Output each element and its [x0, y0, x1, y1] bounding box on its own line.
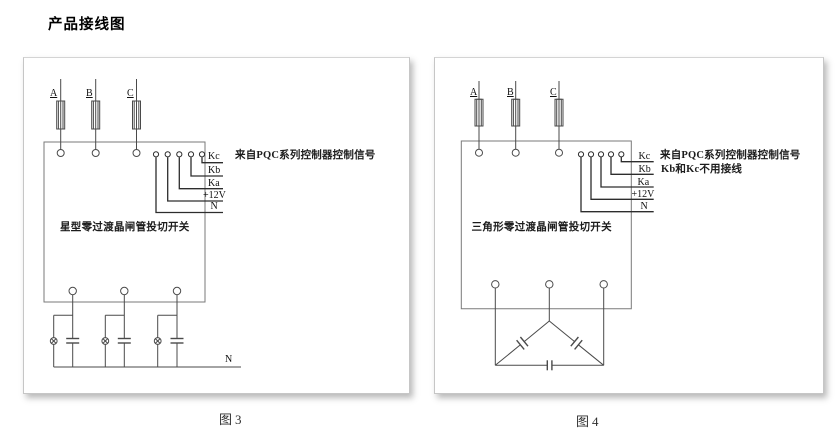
control-terminal-circle — [177, 152, 182, 157]
terminal-label-kb: Kb — [638, 163, 651, 175]
figure3-schematic — [24, 58, 411, 395]
terminal-circle — [69, 287, 76, 294]
wire-kc — [202, 157, 223, 163]
terminal-label-12v: +12V — [631, 188, 655, 200]
wire-n — [581, 157, 654, 212]
terminal-circle — [476, 149, 483, 156]
wire-12v — [591, 157, 654, 199]
neutral-bus-label: N — [225, 354, 233, 365]
terminal-circle — [57, 150, 64, 157]
phase-label-c: C — [127, 88, 134, 99]
terminal-circle — [546, 281, 553, 288]
delta-diagonal — [495, 345, 520, 366]
figure3-caption: 图3 — [219, 412, 245, 427]
phase-label-b: B — [507, 87, 514, 98]
control-terminal-circle — [608, 152, 613, 157]
output-terminals — [492, 281, 608, 288]
switch-box-outline — [461, 141, 631, 309]
control-terminal-circle — [188, 152, 193, 157]
capacitor-symbol — [517, 340, 525, 349]
phase-label-a: A — [50, 88, 58, 99]
control-terminal-circle — [153, 152, 158, 157]
wire-kb — [191, 157, 223, 176]
terminal-circle — [512, 149, 519, 156]
wire-12v — [168, 157, 223, 201]
wire-kc — [621, 157, 653, 162]
fuse-symbol-inner — [134, 101, 139, 129]
figure4-caption: 图4 — [576, 414, 602, 429]
fuse-symbol-inner — [513, 99, 518, 126]
signal-note: 来自PQC系列控制器控制信号 — [235, 150, 376, 161]
terminal-circle — [121, 287, 128, 294]
capacitor-bank-star — [50, 295, 241, 367]
wire-ka — [179, 157, 223, 189]
page-title: 产品接线图 — [48, 17, 126, 33]
control-terminal-circle — [588, 152, 593, 157]
terminal-label-n: N — [210, 201, 218, 212]
phase-label-c: C — [550, 87, 557, 98]
figure3-panel: A B C Kc Kb Ka +12V N 来自PQC系列控制器控制信号 星型零… — [23, 57, 410, 394]
control-terminal-circle — [578, 152, 583, 157]
control-wiring — [153, 152, 223, 213]
capacitor-symbol — [571, 337, 579, 346]
wiring-note: Kb和Kc不用接线 — [661, 163, 743, 175]
terminal-circle — [92, 150, 99, 157]
control-terminal-circle — [165, 152, 170, 157]
wire-kb — [611, 157, 654, 174]
fuse-symbol-inner — [93, 101, 98, 129]
discharge-indicator-cross — [155, 339, 160, 344]
fuse-symbol-inner — [477, 99, 482, 126]
switch-box — [461, 141, 631, 309]
terminal-circle — [133, 150, 140, 157]
discharge-indicator-cross — [103, 339, 108, 344]
delta-diagonal — [578, 345, 603, 366]
capacitor-bank-delta — [495, 288, 603, 370]
terminal-label-ka: Ka — [208, 177, 220, 189]
figure4-schematic — [435, 58, 825, 395]
wire-ka — [601, 157, 654, 187]
terminal-label-ka: Ka — [637, 176, 650, 188]
control-wiring — [578, 152, 653, 212]
output-terminals — [69, 287, 181, 294]
terminal-label-n: N — [640, 200, 648, 212]
terminal-circle — [556, 149, 563, 156]
terminal-label-kc: Kc — [208, 151, 220, 162]
fuse-symbol-inner — [557, 99, 562, 126]
switch-box-label: 星型零过渡晶闸管投切开关 — [60, 222, 190, 233]
terminal-label-12v: +12V — [203, 189, 226, 201]
terminal-circle — [600, 281, 607, 288]
control-terminal-circle — [598, 152, 603, 157]
signal-note: 来自PQC系列控制器控制信号 — [660, 149, 801, 161]
phase-label-b: B — [86, 88, 93, 99]
terminal-circle — [492, 281, 499, 288]
figure4-panel: A B C Kc Kb Ka +12V N 来自PQC系列控制器控制信号 Kb和… — [434, 57, 824, 394]
fuse-symbol-inner — [58, 101, 63, 129]
phase-inputs — [57, 79, 141, 157]
delta-diagonal — [524, 321, 549, 342]
discharge-indicator-cross — [51, 339, 56, 344]
control-terminal-circle — [619, 152, 624, 157]
delta-diagonal — [549, 321, 574, 342]
capacitor-symbol — [520, 337, 528, 346]
control-terminal-circle — [199, 152, 204, 157]
terminal-label-kc: Kc — [638, 150, 651, 162]
terminal-circle — [173, 287, 180, 294]
phase-inputs — [475, 81, 563, 156]
terminal-label-kb: Kb — [208, 164, 221, 176]
wire-n — [156, 157, 223, 212]
switch-box-label: 三角形零过渡晶闸管投切开关 — [471, 222, 612, 233]
phase-label-a: A — [470, 87, 478, 98]
